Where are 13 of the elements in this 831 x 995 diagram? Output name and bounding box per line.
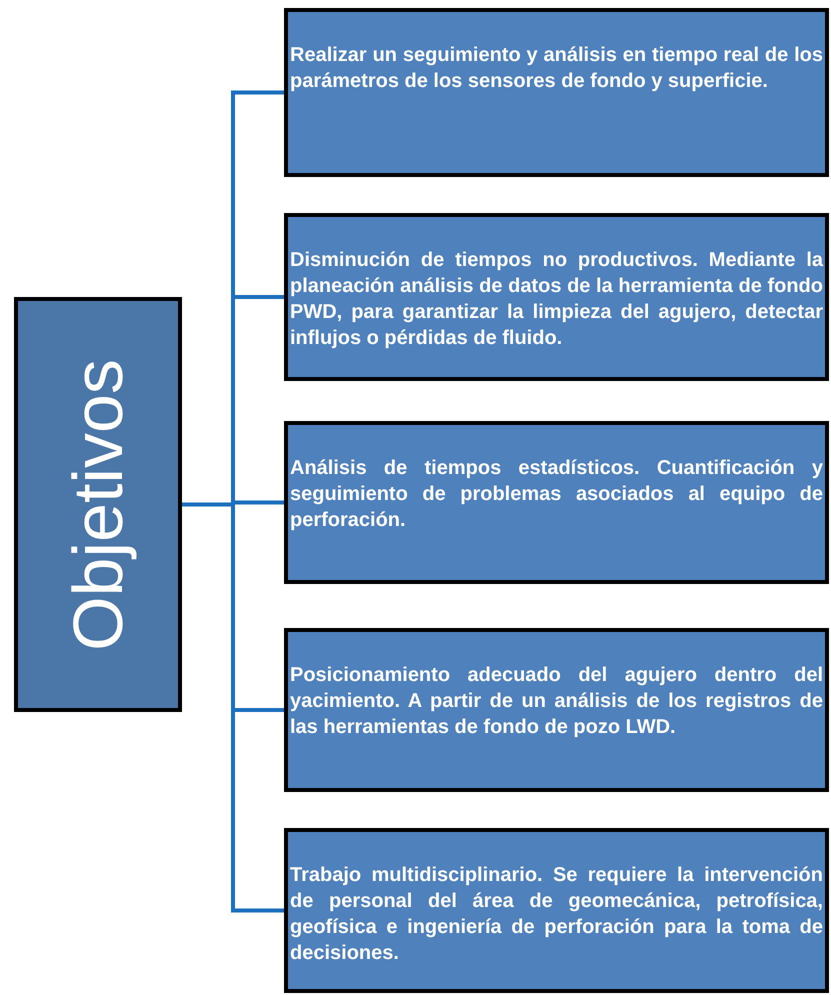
objective-text: Posicionamiento adecuado del agujero dentro del yacimiento. A partir de un análisis de los registros de las herramientas de fondo de pozo LWD. — [290, 663, 823, 740]
objective-box — [284, 213, 829, 381]
title-text: Objetivos — [58, 358, 138, 650]
objective-box — [284, 8, 829, 177]
objective-box — [284, 628, 829, 792]
objective-text: Disminución de tiempos no productivos. Mediante la planeación análisis de datos de la herramienta de fondo PWD, para garantizar la limpieza del agujero, detectar influjos o pérdidas de fluido. — [290, 248, 823, 351]
objective-box — [284, 828, 829, 993]
objective-text: Realizar un seguimiento y análisis en tiempo real de los parámetros de los sensores de fondo y superficie. — [290, 43, 823, 94]
objective-text: Análisis de tiempos estadísticos. Cuantificación y seguimiento de problemas asociados al equipo de perforación. — [290, 456, 823, 533]
objective-box — [284, 421, 829, 584]
title-box — [14, 297, 182, 712]
objective-text: Trabajo multidisciplinario. Se requiere la intervención de personal del área de geomecánica, petrofísica, geofísica e ingeniería de perforación para la toma de decisiones. — [290, 863, 823, 966]
connector-line — [182, 502, 284, 912]
